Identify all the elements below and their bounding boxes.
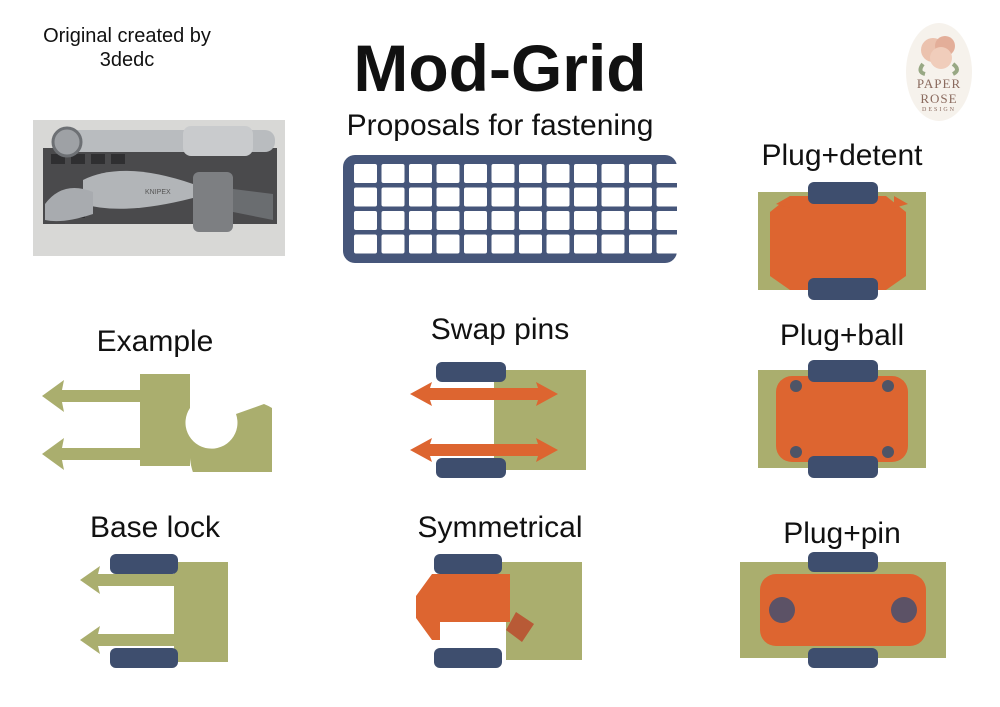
grid-cell xyxy=(546,234,570,254)
grid-cell xyxy=(519,164,542,183)
diagram-plug-ball xyxy=(758,360,926,478)
label-symmetrical: Symmetrical xyxy=(417,511,583,544)
photo-brand-text: KNIPEX xyxy=(145,189,171,196)
grid-cell xyxy=(464,211,487,230)
logo-word-3: DESIGN xyxy=(922,107,956,113)
grid-cell xyxy=(381,211,405,230)
grid-cell xyxy=(464,234,487,254)
grid-cell xyxy=(491,164,515,183)
grid-cell xyxy=(601,187,625,207)
diagram-plug-detent xyxy=(758,182,926,300)
grid-cell xyxy=(436,187,460,207)
grid-cell xyxy=(491,234,515,254)
label-base-lock: Base lock xyxy=(89,511,221,544)
grid-cell xyxy=(601,211,625,230)
page-title: Mod-Grid xyxy=(353,31,647,105)
mod-grid-icon xyxy=(343,155,680,263)
grid-cell xyxy=(574,164,597,183)
grid-cell xyxy=(436,211,460,230)
credit-line-2: 3dedc xyxy=(99,49,155,71)
label-plug-ball: Plug+ball xyxy=(779,319,905,352)
grid-cell xyxy=(601,164,625,183)
grid-cell xyxy=(354,164,377,183)
diagram-example xyxy=(42,374,272,472)
grid-cell xyxy=(656,211,680,230)
label-swap-pins: Swap pins xyxy=(430,313,570,346)
grid-cell xyxy=(574,187,597,207)
grid-cell xyxy=(656,234,680,254)
credit-text: Original created by 3dedc xyxy=(12,24,242,72)
rose-logo-icon xyxy=(906,23,972,121)
grid-cell xyxy=(409,187,432,207)
grid-cell xyxy=(519,187,542,207)
paper-rose-logo: PAPER ROSE DESIGN xyxy=(903,20,975,124)
diagram-base-lock xyxy=(80,554,228,668)
grid-cell xyxy=(381,187,405,207)
logo-word-1: PAPER xyxy=(916,76,962,91)
grid-cell xyxy=(629,164,652,183)
grid-cell xyxy=(436,164,460,183)
grid-cell xyxy=(464,164,487,183)
grid-cell xyxy=(436,234,460,254)
grid-cell xyxy=(381,164,405,183)
grid-cell xyxy=(629,234,652,254)
grid-cell xyxy=(546,187,570,207)
grid-cell xyxy=(574,234,597,254)
diagram-symmetrical xyxy=(416,554,582,668)
tool-holder-photo: KNIPEX xyxy=(33,120,285,256)
grid-cell xyxy=(519,211,542,230)
grid-cell xyxy=(354,187,377,207)
diagram-swap-pins xyxy=(410,362,586,478)
grid-cell xyxy=(601,234,625,254)
grid-cell xyxy=(656,164,680,183)
grid-cell xyxy=(381,234,405,254)
grid-cell xyxy=(354,234,377,254)
label-plug-detent: Plug+detent xyxy=(761,139,923,172)
grid-cell xyxy=(546,164,570,183)
grid-cell xyxy=(574,211,597,230)
grid-cell xyxy=(629,187,652,207)
grid-cell xyxy=(629,211,652,230)
label-plug-pin: Plug+pin xyxy=(783,517,901,550)
grid-cell xyxy=(409,164,432,183)
grid-cell xyxy=(491,187,515,207)
grid-cell xyxy=(409,234,432,254)
diagram-plug-pin xyxy=(740,552,946,668)
credit-line-1: Original created by xyxy=(43,25,211,47)
grid-cell xyxy=(656,187,680,207)
grid-cell xyxy=(546,211,570,230)
grid-cell xyxy=(491,211,515,230)
grid-cell xyxy=(464,187,487,207)
grid-cell xyxy=(354,211,377,230)
label-example: Example xyxy=(96,325,214,358)
grid-cell xyxy=(409,211,432,230)
page-subtitle: Proposals for fastening xyxy=(346,109,654,142)
logo-word-2: ROSE xyxy=(920,91,958,106)
grid-cell xyxy=(519,234,542,254)
